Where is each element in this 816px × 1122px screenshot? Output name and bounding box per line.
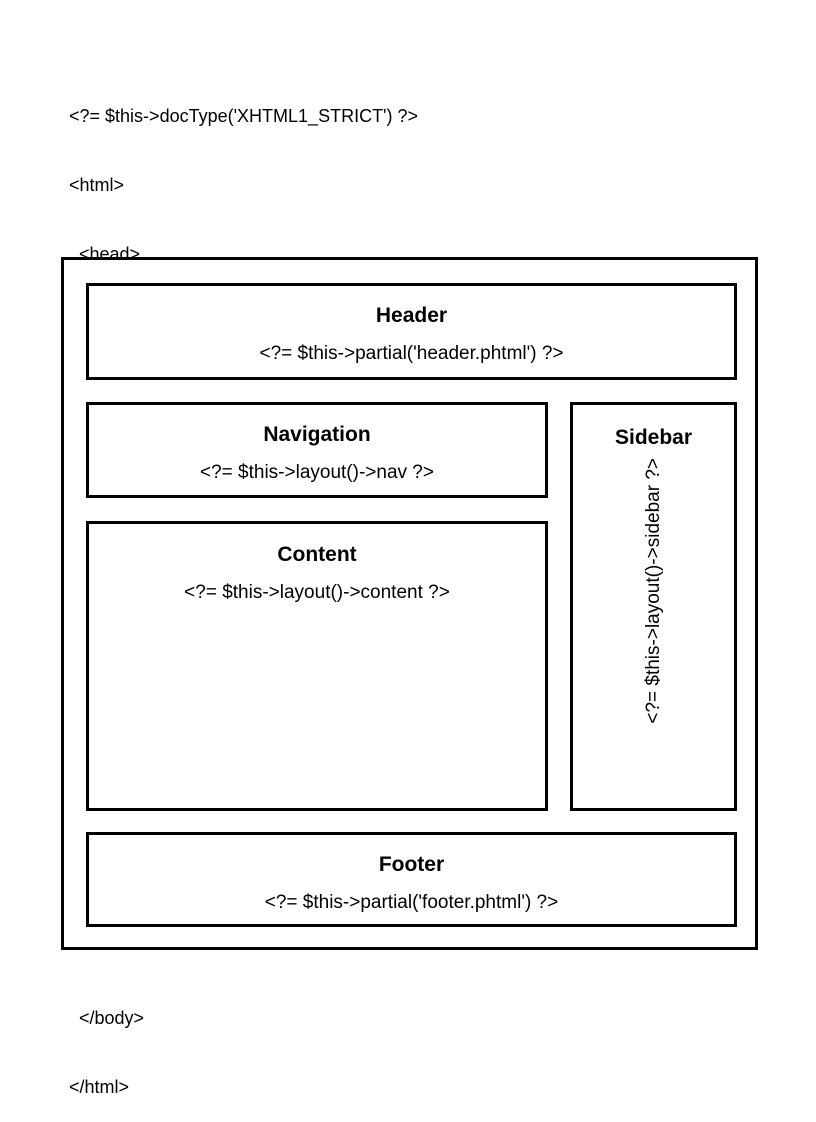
region-header-code: <?= $this->partial('header.phtml') ?> [259,343,564,364]
region-footer-title: Footer [378,853,445,876]
code-line-doctype: <?= $this->docType('XHTML1_STRICT') ?> [69,106,419,126]
code-line-html-close: </html> [69,1077,130,1097]
region-header: Header <?= $this->partial('header.phtml'… [86,283,737,380]
region-footer: Footer <?= $this->partial('footer.phtml'… [86,832,737,927]
region-content-title: Content [277,543,357,566]
region-footer-code: <?= $this->partial('footer.phtml') ?> [264,892,559,913]
region-sidebar-code-wrapper: <?= $this->layout()->sidebar ?> [573,458,734,808]
region-content-code: <?= $this->layout()->content ?> [184,582,450,603]
region-navigation: Navigation <?= $this->layout()->nav ?> [86,402,548,498]
region-content: Content <?= $this->layout()->content ?> [86,521,548,811]
region-navigation-code: <?= $this->layout()->nav ?> [200,462,434,483]
region-navigation-title: Navigation [263,423,371,446]
region-sidebar: Sidebar <?= $this->layout()->sidebar ?> [570,402,737,811]
region-sidebar-title: Sidebar [614,426,693,449]
region-sidebar-code: <?= $this->layout()->sidebar ?> [643,458,664,724]
layout-diagram: Header <?= $this->partial('header.phtml'… [61,257,758,950]
region-header-title: Header [375,304,448,327]
code-block-bottom: </body> </html> [69,961,144,1122]
code-line-body-close: </body> [69,1008,145,1028]
code-line-html-open: <html> [69,175,125,195]
